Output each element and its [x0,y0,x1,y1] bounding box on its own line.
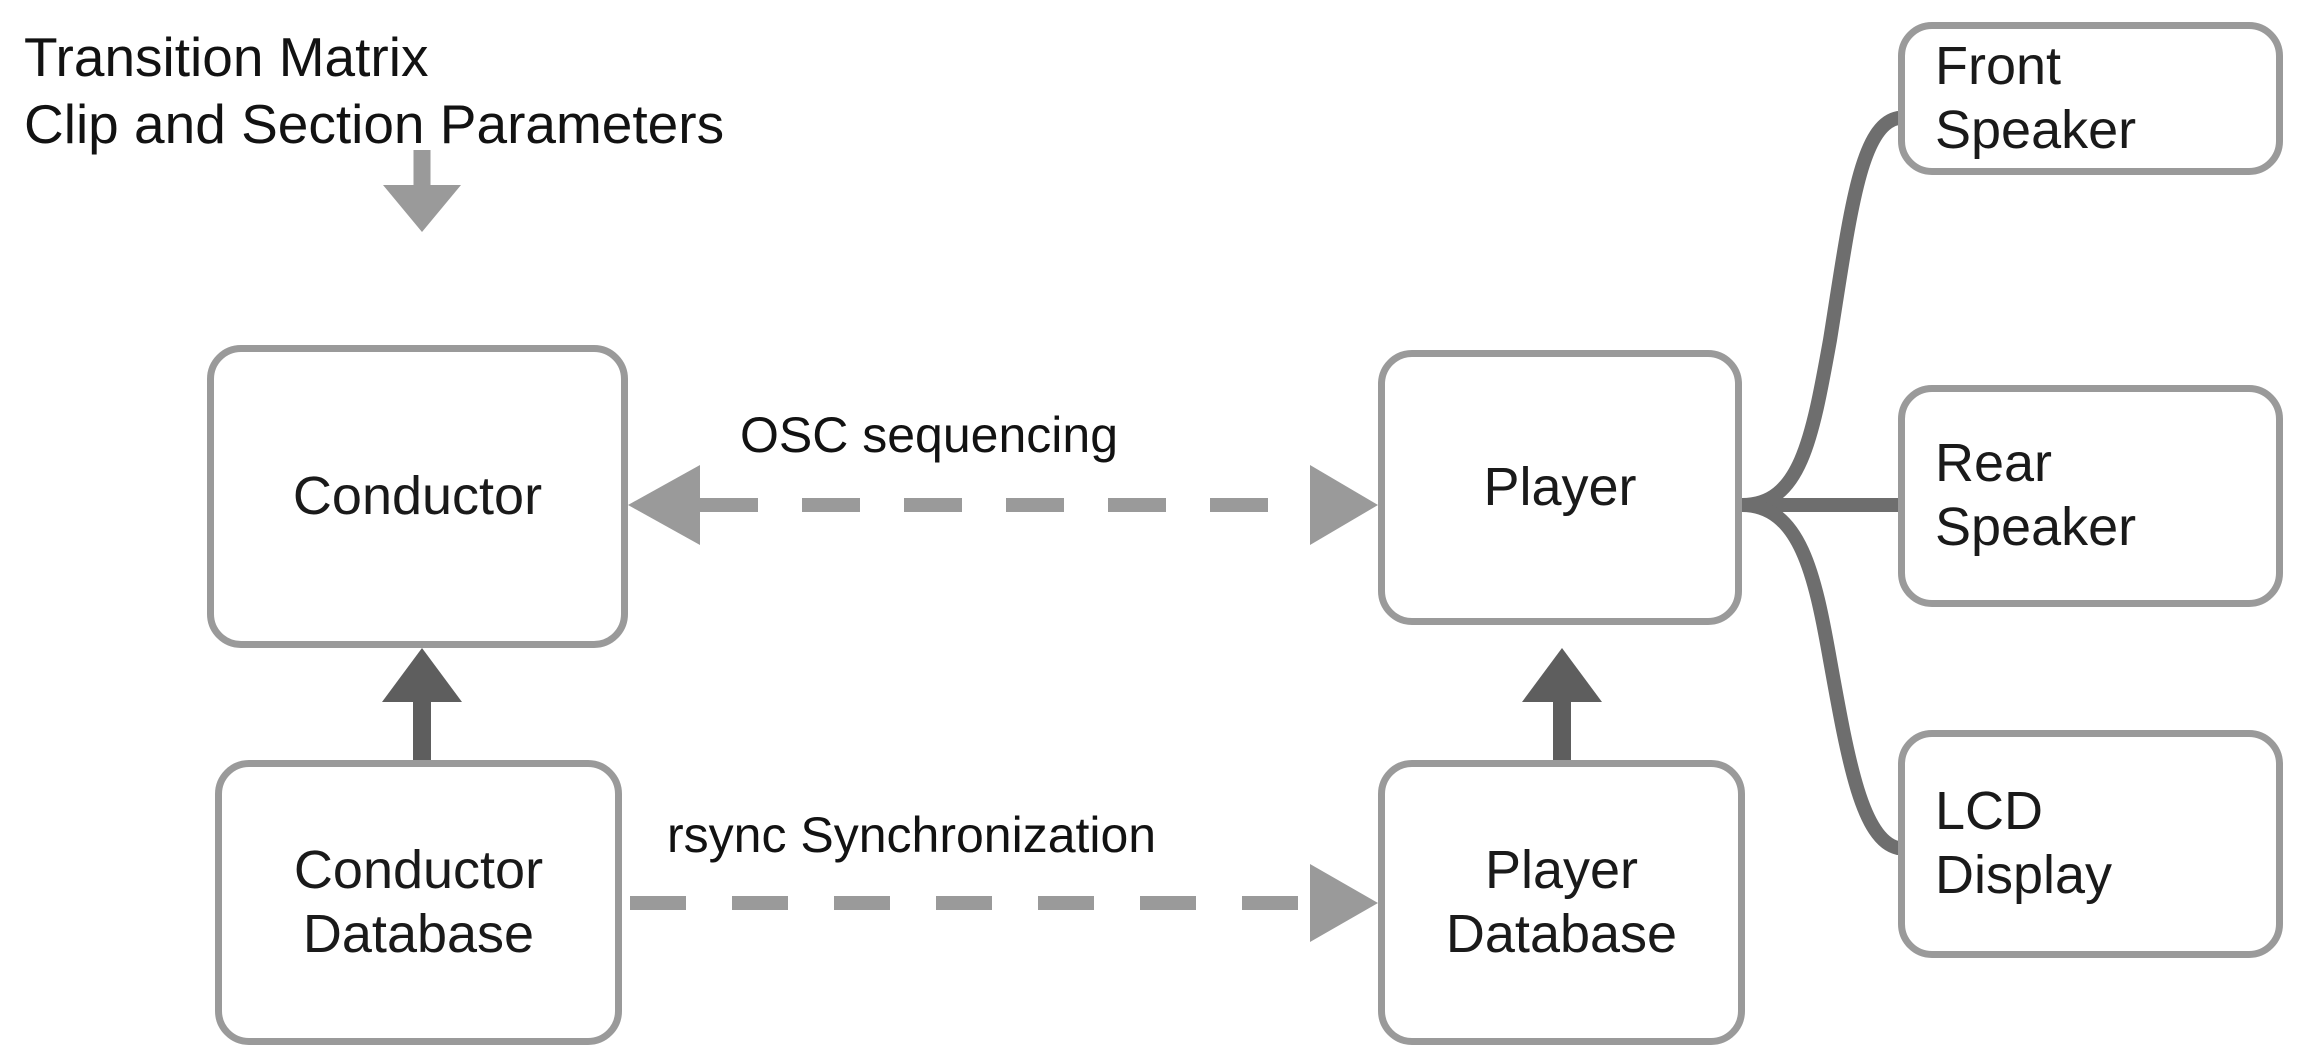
node-conductor-database-label: Conductor Database [293,839,544,964]
edge-osc-sequencing [628,465,1378,545]
node-player[interactable]: Player [1378,350,1742,625]
parameters-note: Transition Matrix Clip and Section Param… [24,26,725,156]
node-conductor-label: Conductor [292,465,543,526]
node-player-database[interactable]: Player Database [1378,760,1745,1045]
node-front-speaker[interactable]: Front Speaker [1898,22,2283,175]
edge-rsync-synchronization [630,864,1378,942]
node-conductor[interactable]: Conductor [207,345,628,648]
node-player-label: Player [1483,456,1637,517]
node-player-database-label: Player Database [1445,839,1678,964]
edge-parameters-to-conductor [383,150,461,232]
edge-player-database-to-player [1522,648,1602,760]
node-conductor-database[interactable]: Conductor Database [215,760,622,1045]
edge-label-rsync-synchronization: rsync Synchronization [667,807,1157,863]
edge-player-to-outputs [1735,111,1905,855]
edge-label-osc-sequencing: OSC sequencing [740,407,1119,463]
node-lcd-display-label: LCD Display [1935,781,2113,905]
edge-player-to-front-speaker [1735,111,1905,512]
edge-player-to-lcd-display [1735,498,1905,855]
node-rear-speaker[interactable]: Rear Speaker [1898,385,2283,607]
edge-conductor-database-to-conductor [382,648,462,760]
node-front-speaker-label: Front Speaker [1935,35,2137,160]
node-rear-speaker-label: Rear Speaker [1935,433,2137,557]
node-lcd-display[interactable]: LCD Display [1898,730,2283,958]
